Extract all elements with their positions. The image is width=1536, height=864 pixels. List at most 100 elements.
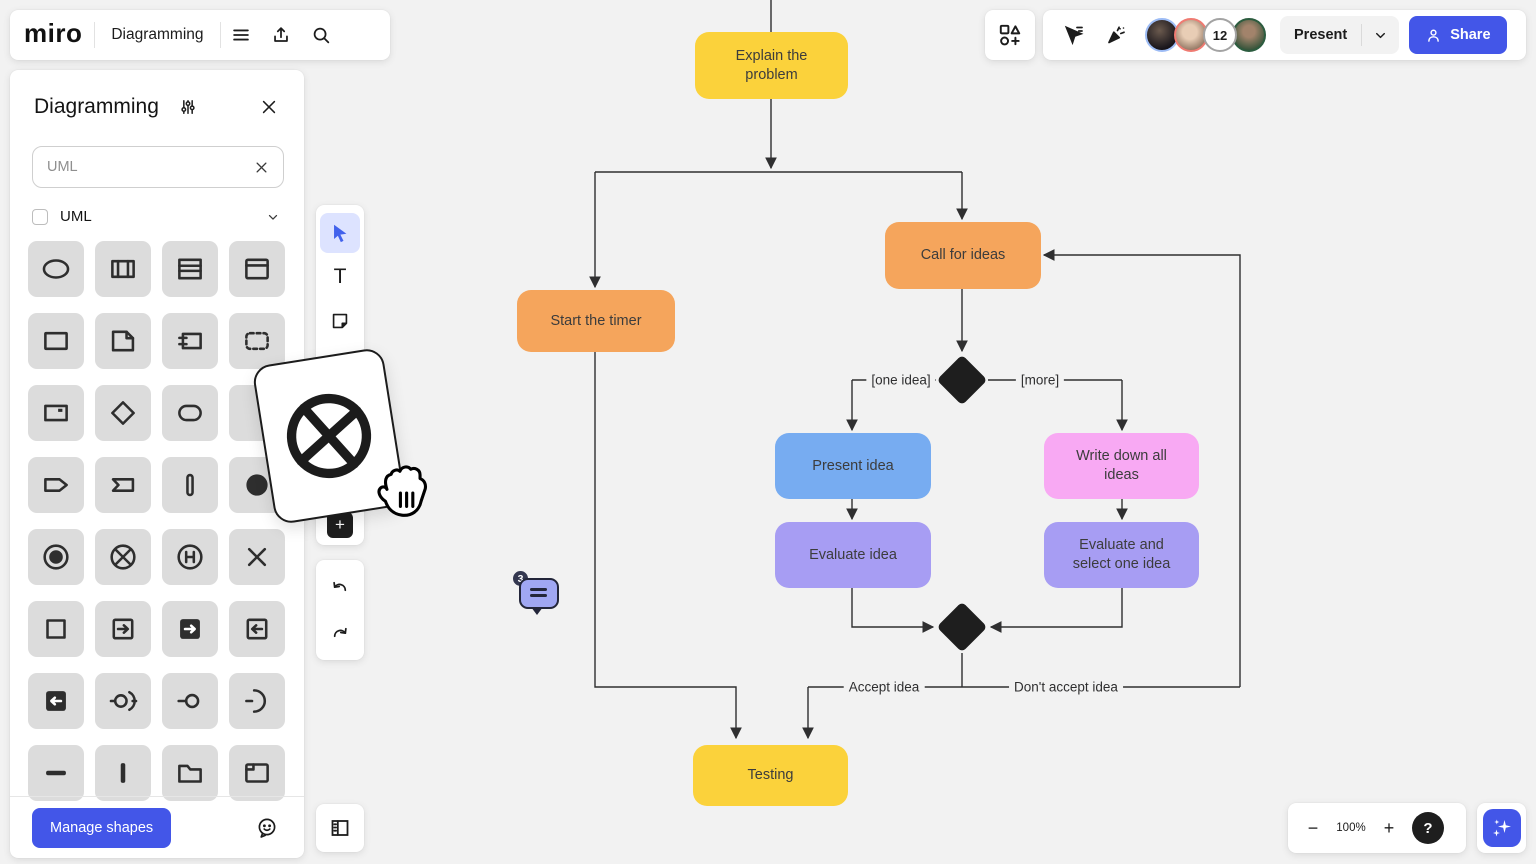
node-present-idea[interactable]: Present idea [775,433,931,499]
arrow-right-filled-icon [180,619,200,639]
ellipse-icon [42,259,70,279]
comment-thread[interactable]: 3 [511,569,561,618]
export-button[interactable] [261,15,301,55]
ai-assist-button[interactable] [1482,809,1521,847]
undo-icon [333,581,347,591]
comment-bubble-icon [519,578,559,615]
node-evaluate-idea[interactable]: Evaluate idea [775,522,931,588]
manage-shapes-button[interactable]: Manage shapes [32,807,172,848]
export-icon [273,27,288,42]
close-x-icon [247,547,267,567]
shape-search-input[interactable] [47,159,249,175]
node-call-for-ideas[interactable]: Call for ideas [885,222,1041,289]
marked-rectangle-shape[interactable] [28,385,84,441]
rounded-rectangle-shape[interactable] [162,385,218,441]
zoom-in-button[interactable]: + [1383,817,1395,838]
feedback-button[interactable] [250,811,284,845]
close-x-shape[interactable] [229,529,285,585]
tag-shape[interactable] [28,457,84,513]
close-panel-button[interactable] [254,92,284,122]
collaborator-count[interactable]: 12 [1203,18,1237,52]
search-icon [313,27,329,44]
edge-label: [one idea] [866,372,936,388]
miro-logo[interactable]: miro [24,18,83,48]
uml-section-checkbox[interactable] [32,208,48,225]
vertical-bar-icon [120,763,126,783]
cursor-icon [334,224,347,243]
present-button[interactable]: Present [1280,16,1400,54]
reactions-button[interactable] [1099,18,1133,52]
vertical-partition-rectangle-shape[interactable] [95,241,151,297]
arrow-right-outline-shape[interactable] [95,601,151,657]
titled-rectangle-shape[interactable] [229,241,285,297]
vertical-capsule-shape[interactable] [162,457,218,513]
panel-footer: Manage shapes [10,796,304,858]
sticky-note-icon [332,313,348,329]
provided-interface-shape[interactable] [162,673,218,729]
arrow-left-filled-shape[interactable] [28,673,84,729]
filter-shapes-button[interactable] [173,92,203,122]
zoom-level[interactable]: 100% [1336,822,1366,834]
node-explain-problem[interactable]: Explain the problem [695,32,848,99]
present-options-button[interactable] [1362,29,1399,42]
frame-shape[interactable] [229,745,285,801]
undo-button[interactable] [320,567,360,607]
frames-panel-button[interactable] [316,804,364,852]
square-shape[interactable] [28,601,84,657]
receive-signal-shape[interactable] [95,457,151,513]
board-title[interactable]: Diagramming [111,26,204,43]
ellipse-shape[interactable] [28,241,84,297]
text-tool[interactable]: T [320,257,360,297]
arrow-left-outline-shape[interactable] [229,601,285,657]
assembly-connector-shape[interactable] [95,673,151,729]
final-node-shape[interactable] [28,529,84,585]
shallow-history-shape[interactable] [162,529,218,585]
facilitator-avatar[interactable] [1232,18,1266,52]
dashed-rectangle-shape[interactable] [229,313,285,369]
square-icon [46,619,66,639]
collaborator-cursors-button[interactable] [1057,18,1091,52]
collaboration-bar: 12 Present Share [1043,10,1526,60]
required-interface-shape[interactable] [229,673,285,729]
arrow-left-filled-icon [46,691,66,711]
initial-node-icon [246,474,268,496]
node-start-the-timer[interactable]: Start the timer [517,290,675,352]
marked-rectangle-icon [44,404,68,422]
folder-shape[interactable] [162,745,218,801]
row-partition-rectangle-shape[interactable] [162,241,218,297]
horizontal-bar-shape[interactable] [28,745,84,801]
zoom-out-button[interactable]: − [1307,817,1319,838]
apps-button[interactable] [985,10,1035,60]
search-button[interactable] [301,15,341,55]
diamond-shape[interactable] [95,385,151,441]
dragged-shape-card[interactable] [251,346,407,526]
cursors-toggle-icon [1064,25,1084,46]
collaborator-avatar[interactable] [1145,18,1179,52]
vertical-bar-shape[interactable] [95,745,151,801]
flow-final-shape[interactable] [95,529,151,585]
sticky-note-tool[interactable] [320,301,360,341]
divider [219,22,221,48]
clear-search-button[interactable] [249,155,273,179]
node-testing[interactable]: Testing [693,745,848,806]
rectangle-shape[interactable] [28,313,84,369]
receive-signal-icon [111,478,135,492]
node-evaluate-and-select-one-idea[interactable]: Evaluate and select one idea [1044,522,1199,588]
menu-icon [232,29,249,41]
note-shape[interactable] [95,313,151,369]
arrow-right-filled-shape[interactable] [162,601,218,657]
shape-search-field [32,146,284,188]
redo-button[interactable] [320,613,360,653]
component-shape[interactable] [162,313,218,369]
node-write-down-all-ideas[interactable]: Write down all ideas [1044,433,1199,499]
sparkles-icon [1492,819,1511,837]
main-menu-button[interactable] [221,15,261,55]
uml-section-header[interactable]: UML [32,208,280,225]
help-button[interactable]: ? [1412,812,1444,844]
share-button[interactable]: Share [1409,16,1507,54]
select-tool[interactable] [320,213,360,253]
edge-label: Don't accept idea [1009,679,1123,695]
